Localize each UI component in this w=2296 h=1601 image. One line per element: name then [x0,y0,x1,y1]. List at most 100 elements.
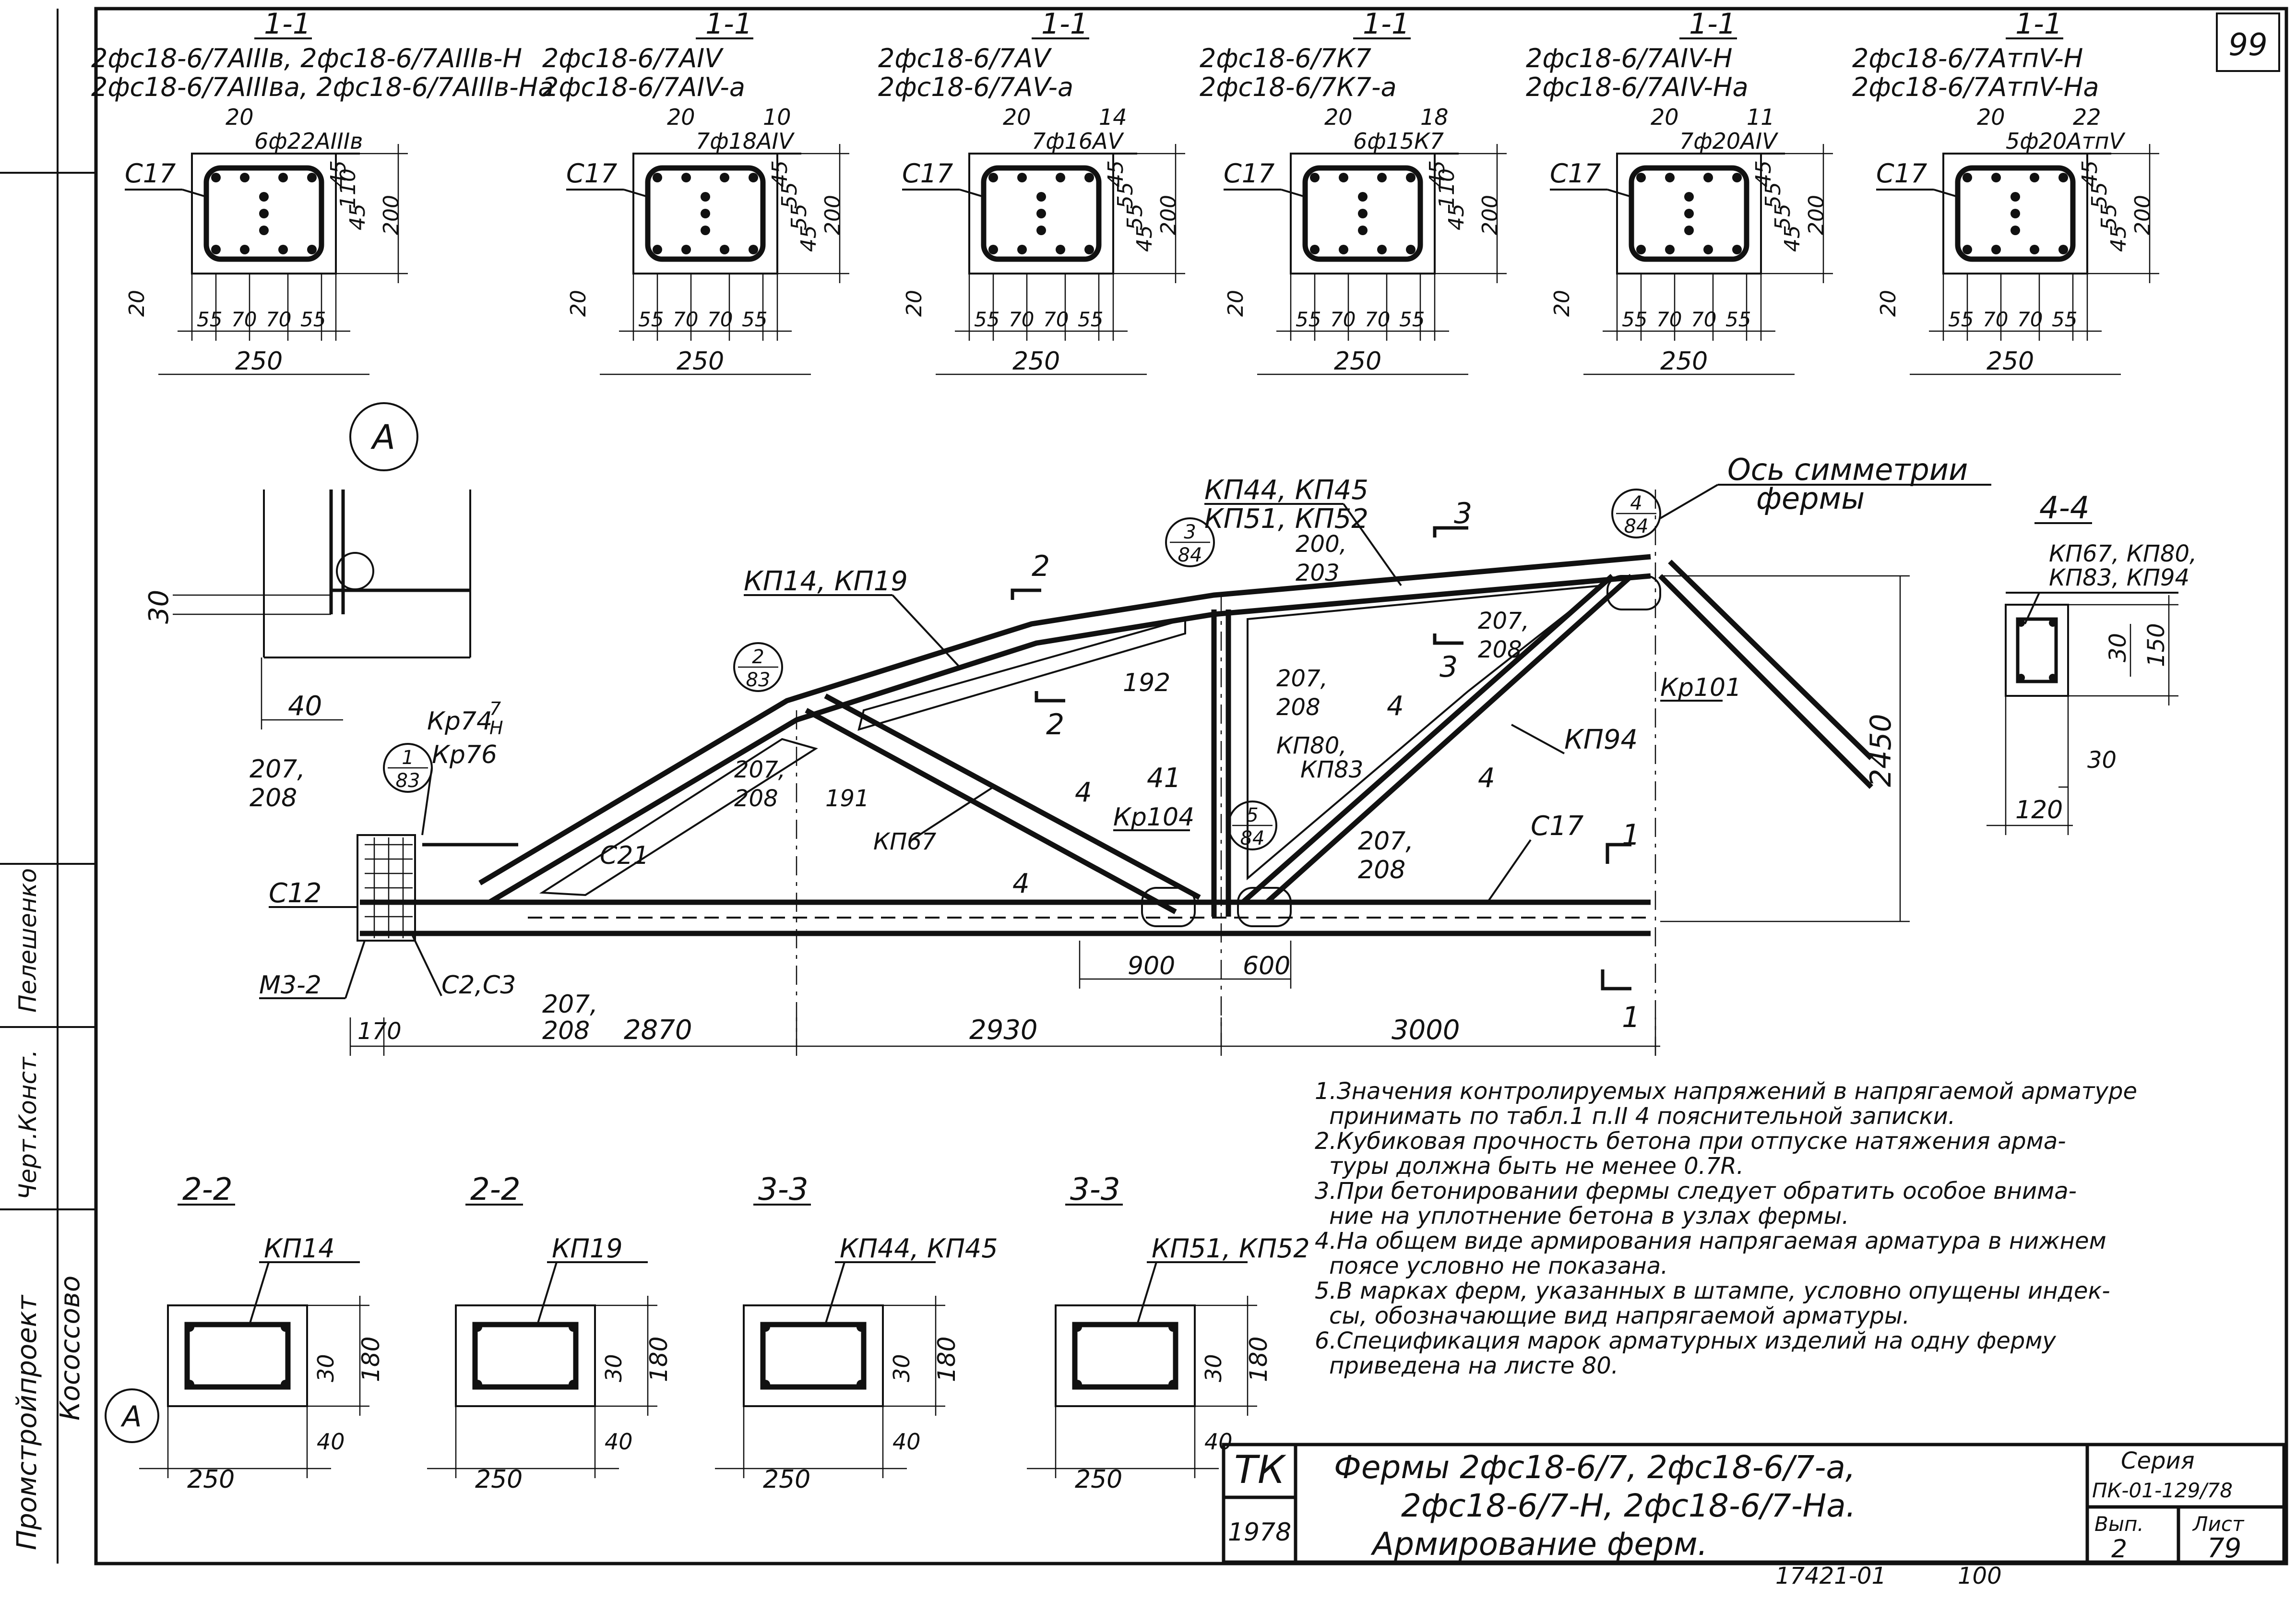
label-kp67: КП67 [873,828,937,855]
rebar-dot [307,245,317,254]
rebar-dot [701,226,710,235]
cut-2-bot: 2 [1046,708,1064,741]
rebar-dot [988,173,998,182]
section-4-4: 4-4 КП67, КП80, КП83, КП94 30 150 30 120 [1987,490,2197,835]
rebar-dot [1991,173,2001,182]
label-208-3: 208 [734,785,778,812]
dim-v: 45 [1425,160,1450,187]
section-rebar: 6ф22АIIIв [254,128,363,154]
dim-v: 200 [379,195,404,235]
section-stirrup-label: С17 [1876,158,1927,189]
dim-600: 600 [1243,952,1290,980]
cut-1-bot: 1 [1622,1001,1640,1034]
section-1-1: 1-12фс18-6/7АтпV-Н2фс18-6/7АтпV-На5ф20Ат… [1852,7,2159,376]
node-block [1141,887,1196,927]
margin-name: Пелешенко [14,868,42,1013]
note-line: сы, обозначающие вид напрягаемой арматур… [1329,1302,1910,1329]
rebar-dot [2049,619,2057,627]
leader-line [1136,1262,1157,1325]
section-title: 3-3 [1070,1172,1120,1207]
rebar-dot [1358,226,1368,235]
detail-a-label: А [120,1400,142,1434]
margin-org: Промстройпроект [12,1295,43,1550]
rebar-dot [2010,226,2020,235]
dim-170: 170 [357,1018,402,1045]
stamp-series: ПК-01-129/78 [2092,1479,2233,1502]
diagonal-kp67 [805,708,1177,914]
section-count: 14 [1099,104,1127,130]
section-side: 20 [1977,104,2005,130]
dim-h: 70 [673,308,698,331]
rebar-dot [681,173,691,182]
footer-page: 100 [1958,1563,2002,1589]
rebar-dot [1665,245,1675,254]
label-208-5: 208 [250,784,297,812]
leader-line [959,189,984,198]
node-ref: 283 [733,642,783,692]
rebar-dot [278,245,288,254]
rebar-dot [1072,1380,1082,1389]
dim-900: 900 [1128,952,1175,980]
label-207-5: 207, [250,755,305,784]
dim-v: 110 [336,168,360,209]
node-ref: 584 [1227,800,1277,850]
leader-line [182,189,207,198]
rebar-dot [2017,619,2025,627]
section-stirrup-label: С17 [566,158,617,189]
section-width: 250 [1012,347,1060,376]
rebar-dot [1684,209,1694,218]
section-mark: 2фс18-6/7АтпV-Н [1852,43,2083,73]
rebar-dot [1036,226,1046,235]
section-title: 1-1 [705,7,752,41]
dim-h: 40 [892,1429,921,1455]
stamp-title1: Фермы 2фс18-6/7, 2фс18-6/7-а, [1334,1449,1856,1486]
section-outline [743,1304,884,1407]
section-stirrup [1072,1322,1178,1390]
rebar-dot [988,245,998,254]
rebar-dot [211,245,221,254]
leader-line [536,1262,558,1325]
margin-city: Кососсово [55,1276,86,1421]
label-207-3: 207, [734,756,785,783]
node-ref-sheet: 83 [396,770,420,792]
leader-line [892,594,961,668]
note-line: поясе условно не показана. [1329,1253,1668,1279]
node-ref-sheet: 84 [1240,827,1265,849]
label-c21: С21 [600,841,649,870]
dim-v: 110 [1435,168,1459,209]
rebar-dot [185,1322,194,1332]
section-title: 2-2 [182,1172,233,1207]
dim-v: 55 [1761,182,1785,209]
detail-a-dim-v: 30 [143,590,175,624]
note-line: ние на уплотнение бетона в узлах фермы. [1329,1203,1849,1230]
cut-3-top: 3 [1454,497,1472,530]
detail-a-bottom: А [105,1388,159,1443]
dim-h: 70 [1983,308,2008,331]
dim-2870: 2870 [624,1015,692,1046]
section-stirrup [1302,165,1423,262]
note-line: 1.Значения контролируемых напряжений в н… [1315,1078,2137,1105]
label-m32: М3-2 [259,971,321,1000]
dim-h: 55 [974,308,999,331]
dim-v: 55 [1123,203,1147,230]
dim-3000: 3000 [1392,1015,1460,1046]
section-stirrup-label: С17 [902,158,953,189]
rebar-dot [259,209,269,218]
rebar-dot [2058,173,2068,182]
label-kr104: Кр104 [1113,803,1194,832]
rebar-dot [749,245,758,254]
rebar-dot [857,1322,866,1332]
panel-outline [1247,584,1606,881]
rebar-dot [681,245,691,254]
dim-v: 20 [902,290,927,317]
section-side: 20 [1324,104,1353,130]
dim-h: 55 [1078,308,1103,331]
truss-height: 2450 [1864,714,1898,787]
cut-mark [1606,843,1631,864]
label-207-6: 207, [542,990,598,1019]
stamp-series-label: Серия [2121,1447,2195,1474]
section-mark: 2фс18-6/7АIV-а [542,72,745,102]
